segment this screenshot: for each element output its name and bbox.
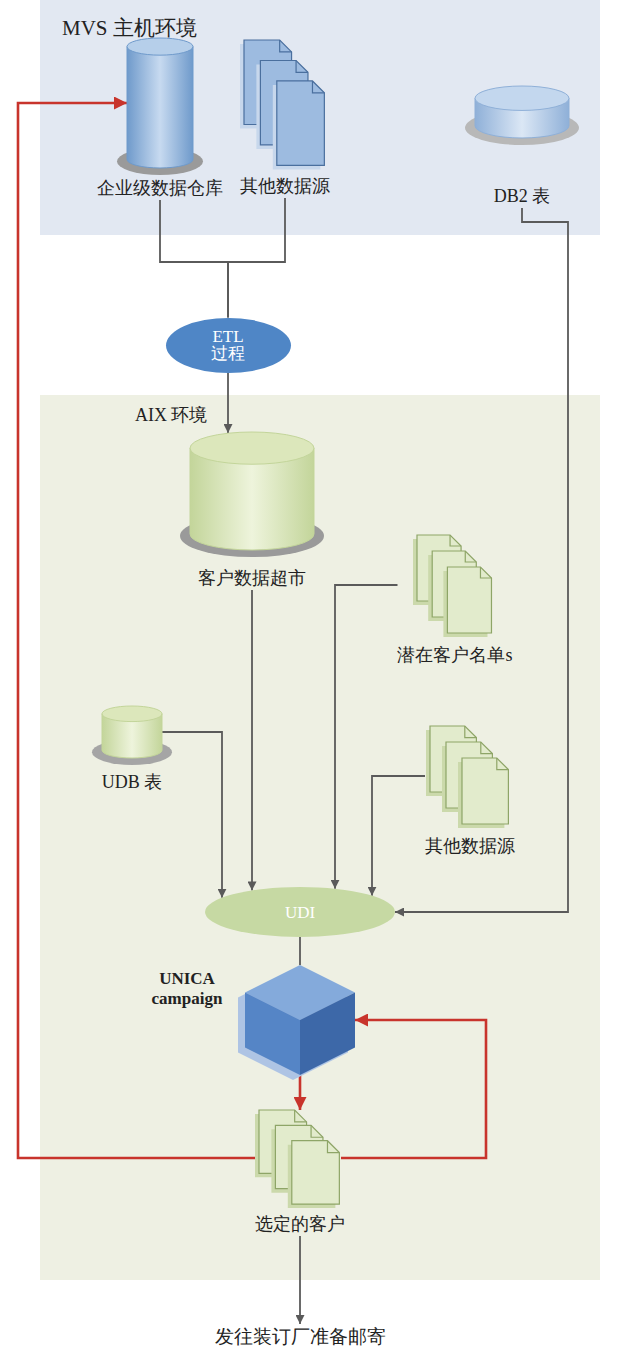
connector: [341, 1020, 486, 1158]
connector: [299, 1075, 302, 1110]
cube-face: [245, 993, 300, 1076]
document-stack-icon: [244, 40, 326, 168]
document-stack-icon: [430, 726, 510, 826]
connector: [299, 937, 301, 965]
document-stack-icon: [417, 535, 493, 635]
page-fold: [480, 567, 491, 578]
cylinder-icon: [475, 86, 569, 138]
output-text: 发往装订厂准备邮寄: [215, 1324, 386, 1350]
node-label: 潜在客户名单s: [397, 643, 512, 667]
connector: [228, 198, 285, 318]
connector: [18, 103, 259, 1158]
cylinder-top: [475, 86, 569, 110]
data-store: 其他数据源: [425, 726, 515, 858]
data-store: 其他数据源: [240, 40, 330, 198]
environment-region: AIX 环境客户数据超市潜在客户名单sUDB 表其他数据源 UDI UNICA ca…: [40, 395, 600, 1280]
cylinder-icon: [190, 432, 314, 550]
cylinder-icon: [127, 38, 193, 168]
connector: [251, 590, 253, 890]
document-page: [447, 567, 491, 633]
document-stack-icon: [259, 1110, 341, 1206]
data-store: DB2 表: [475, 86, 569, 208]
connector: [160, 200, 228, 318]
page-fold: [481, 742, 493, 754]
connector: [372, 776, 425, 896]
page-fold: [312, 81, 324, 93]
cylinder-top: [127, 38, 193, 55]
node-label: 企业级数据仓库: [97, 176, 223, 200]
cube-face: [300, 993, 355, 1076]
page-fold: [450, 535, 461, 546]
ellipse-fill: [205, 887, 395, 937]
node-label: 其他数据源: [240, 174, 330, 198]
node-label: 其他数据源: [425, 834, 515, 858]
data-store: UDB 表: [102, 706, 163, 794]
document-page: [462, 758, 508, 824]
cube-icon: [245, 965, 355, 1075]
connector: [335, 585, 398, 889]
node-label: 发往装订厂准备邮寄: [215, 1324, 386, 1350]
page-fold: [327, 1141, 339, 1153]
node-label: MVS 主机环境: [62, 14, 197, 42]
cylinder-icon: [102, 706, 162, 758]
environment-region: MVS 主机环境企业级数据仓库其他数据源 DB2 表: [40, 0, 600, 235]
page-fold: [295, 1110, 307, 1122]
page-fold: [280, 40, 292, 52]
node-label: AIX 环境: [135, 403, 208, 427]
connector: [227, 373, 229, 434]
connector: [299, 1236, 301, 1324]
node-label: DB2 表: [494, 184, 551, 208]
page-fold: [497, 758, 509, 770]
connector: [395, 208, 568, 912]
connector: [162, 732, 222, 898]
data-store: 企业级数据仓库: [97, 38, 223, 200]
process-ellipse: ETL 过程: [166, 318, 291, 373]
data-store: 潜在客户名单s: [397, 535, 512, 667]
label-box: UNICA campaign: [139, 969, 235, 1008]
cylinder-body: [127, 47, 193, 168]
node-label: 选定的客户: [255, 1212, 345, 1236]
node-label: UDI: [285, 904, 315, 921]
node-label: UDB 表: [102, 770, 163, 794]
data-store: 客户数据超市: [190, 432, 314, 590]
cylinder-top: [102, 706, 162, 722]
page-fold: [311, 1125, 323, 1137]
node-label: ETL 过程: [203, 328, 253, 362]
page-fold: [296, 60, 308, 72]
process-ellipse: UDI: [205, 887, 395, 937]
ellipse-fill: [166, 318, 291, 373]
node-label: UNICA campaign: [139, 969, 235, 1008]
data-store: 选定的客户: [255, 1110, 345, 1236]
node-label: 客户数据超市: [198, 566, 306, 590]
page-fold: [465, 551, 476, 562]
document-page: [292, 1141, 340, 1204]
document-page: [277, 81, 325, 165]
page-fold: [465, 726, 477, 738]
data-store: UNICA campaign: [139, 965, 355, 1075]
cylinder-top: [190, 432, 314, 464]
